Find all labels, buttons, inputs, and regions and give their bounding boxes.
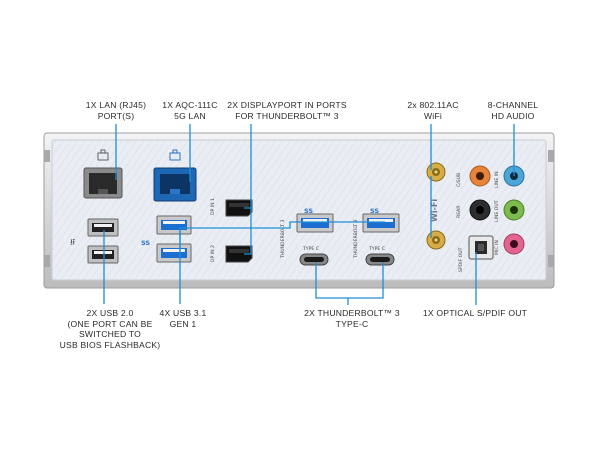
thunderbolt-label-left: THUNDERBOLT 3 — [280, 219, 286, 259]
network-icon — [97, 149, 109, 161]
c-sub-label: C/SUB — [456, 173, 462, 187]
usb-icon: ⭿ — [70, 238, 75, 247]
displayport-ports: DP IN 1 DP IN 2 THUNDERBOLT 3 — [210, 198, 286, 263]
label-lan: 1x LAN (RJ45) PORT(S) — [76, 100, 156, 121]
thunderbolt-label-right: THUNDERBOLT 3 — [353, 219, 359, 259]
ss-usb-logo: SS — [370, 207, 379, 215]
dp-in-1-label: DP IN 1 — [210, 198, 216, 215]
ss-usb-logo: SS — [304, 207, 313, 215]
lan-port — [83, 149, 123, 199]
label-spdif: 1x OPTICAL S/PDIF OUT — [415, 308, 535, 319]
label-spdif-line-1: 1x OPTICAL S/PDIF OUT — [422, 308, 528, 318]
line-out-label: LINE OUT — [494, 200, 500, 222]
label-usb31: 4x USB 3.1 GEN 1 — [148, 308, 218, 329]
label-tb3-line-1: 2x THUNDERBOLT™ 3 — [304, 308, 400, 318]
usb2-ports: ⭿ — [70, 218, 119, 264]
callout-lines — [103, 124, 515, 305]
usb31-ports-right: SS SS THUNDERBOLT 3 — [296, 207, 400, 259]
label-aqc-line-2: 5G LAN — [174, 110, 206, 121]
label-audio: 8-CHANNEL HD AUDIO — [482, 100, 544, 121]
wifi-panel-label: Wi-Fi — [430, 199, 439, 222]
label-dp-line-2: FOR THUNDERBOLT™ 3 — [235, 110, 339, 121]
mic-in-label: MIC IN — [494, 240, 500, 255]
label-usb2: 2X USB 2.0 (ONE PORT CAN BE SWITCHED TO … — [45, 308, 175, 350]
label-wifi-line-1: 2x 802.11AC — [407, 100, 459, 110]
line-in-label: LINE IN — [494, 171, 500, 188]
type-c-label-1: TYPE C — [302, 246, 319, 252]
network-icon — [169, 149, 181, 161]
label-lan-line-1: 1x LAN (RJ45) — [85, 100, 147, 110]
label-aqc-line-1: 1x AQC-111C — [162, 100, 218, 110]
label-lan-line-2: PORT(S) — [97, 110, 135, 121]
label-dp-line-1: 2x DISPLAYPORT IN PORTS — [227, 100, 347, 110]
rear-label: REAR — [456, 205, 462, 218]
label-aqc: 1x AQC-111C 5G LAN — [152, 100, 228, 121]
label-audio-line-2: HD AUDIO — [491, 110, 535, 121]
ss-usb-logo: SS — [141, 239, 150, 247]
label-usb2-line-4: USB BIOS FLASHBACK) — [59, 339, 161, 350]
label-usb31-line-2: GEN 1 — [169, 318, 197, 329]
dp-in-2-label: DP IN 2 — [210, 245, 216, 262]
label-wifi-line-2: WiFi — [424, 110, 442, 121]
spdif-port: SPDIF OUT — [458, 235, 494, 272]
label-tb3-line-2: TYPE-C — [335, 318, 369, 329]
label-usb2-line-1: 2X USB 2.0 — [86, 308, 134, 318]
label-usb31-line-1: 4x USB 3.1 — [159, 308, 207, 318]
usb31-ports-left: SS — [141, 215, 192, 263]
label-wifi: 2x 802.11AC WiFi — [393, 100, 473, 121]
label-displayport: 2x DISPLAYPORT IN PORTS FOR THUNDERBOLT™… — [212, 100, 362, 121]
label-audio-line-1: 8-CHANNEL — [487, 100, 539, 110]
spdif-out-label: SPDIF OUT — [458, 247, 464, 272]
thunderbolt-ports: TYPE C TYPE C — [299, 246, 395, 266]
label-usb2-line-3: SWITCHED TO — [78, 329, 142, 339]
aqc-lan-port — [153, 149, 197, 202]
type-c-label-2: TYPE C — [368, 246, 385, 252]
label-usb2-line-2: (ONE PORT CAN BE — [67, 318, 153, 329]
label-thunderbolt: 2x THUNDERBOLT™ 3 TYPE-C — [292, 308, 412, 329]
